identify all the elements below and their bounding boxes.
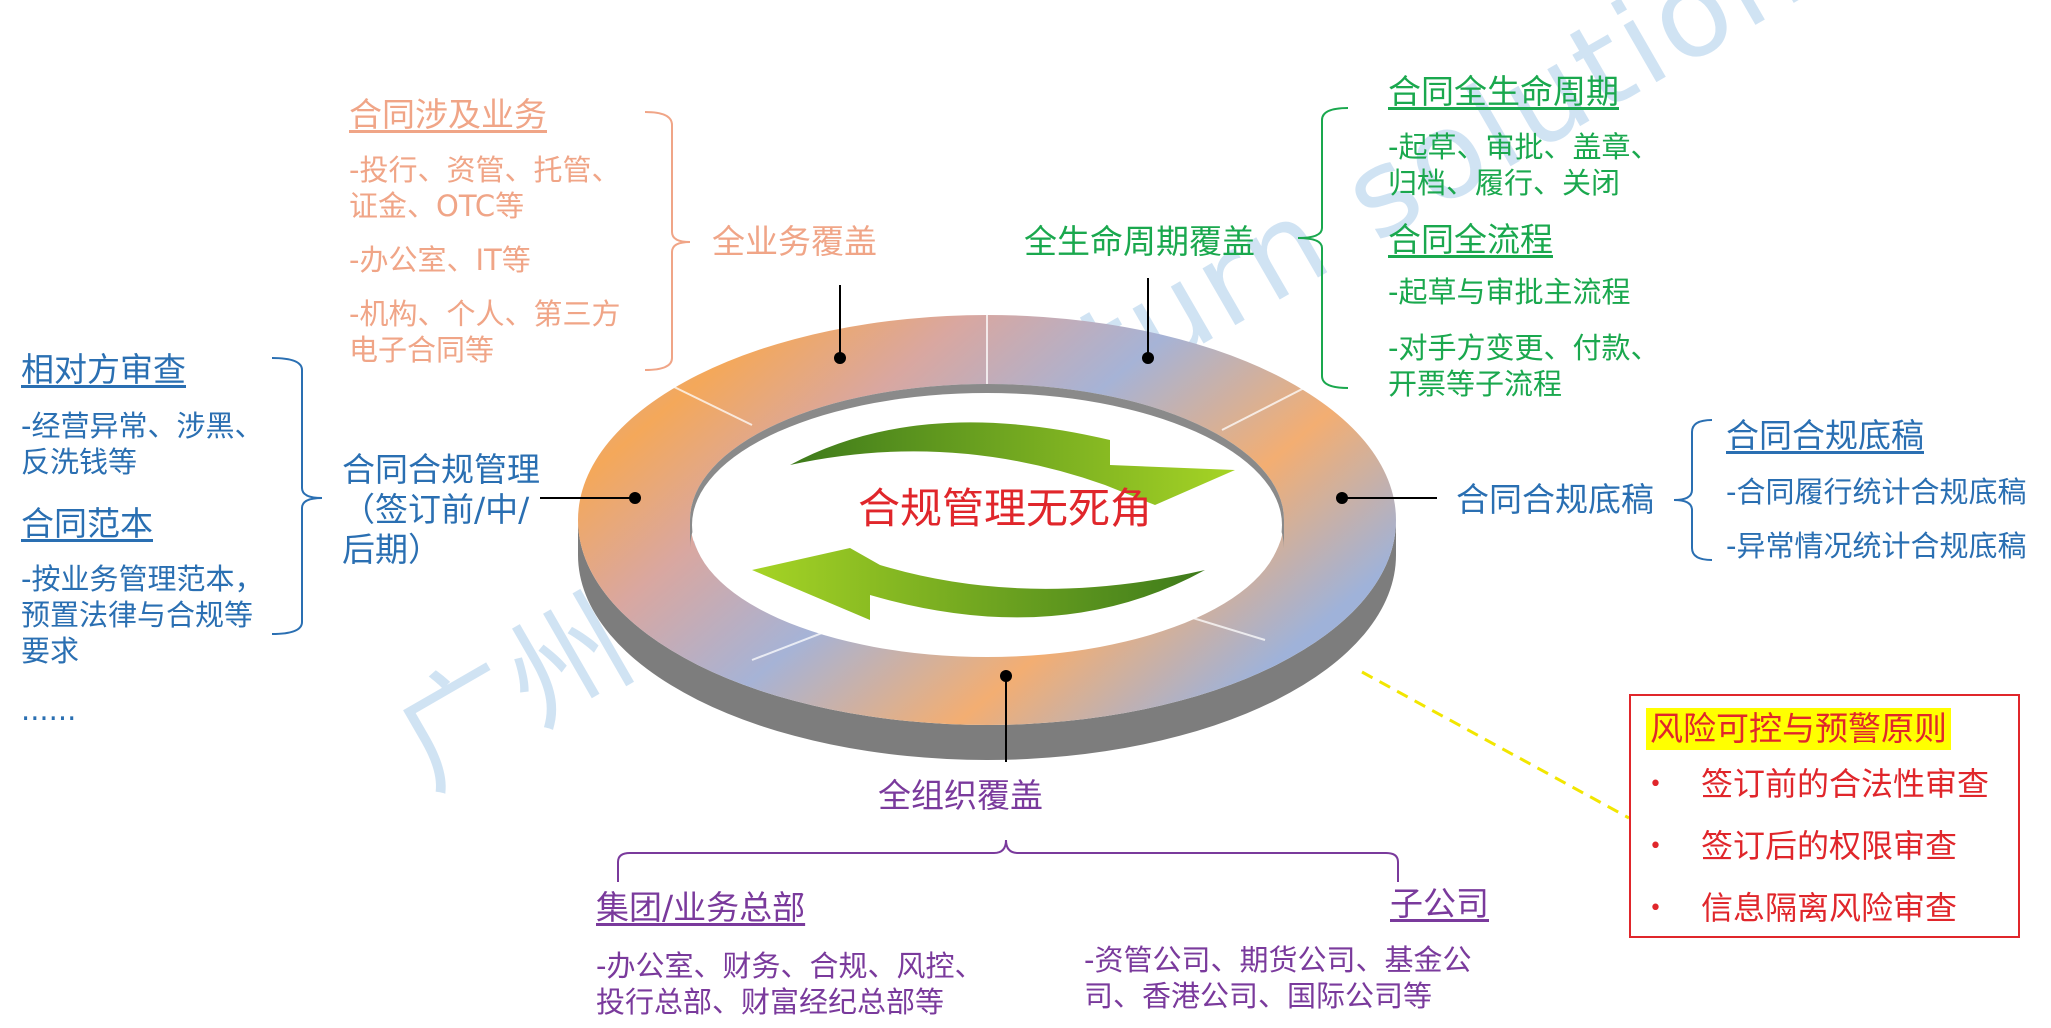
risk-item-text: 签订后的权限审查 bbox=[1701, 827, 1958, 865]
risk-item: • 签订前的合法性审查 bbox=[1649, 764, 1989, 805]
lifecycle-bracket bbox=[1297, 107, 1349, 389]
business-label: 全业务覆盖 bbox=[712, 222, 877, 261]
lifecycle-line: -起草与审批主流程 bbox=[1388, 275, 1631, 309]
business-line: -办公室、IT等 bbox=[349, 243, 531, 277]
ring-top bbox=[578, 315, 1396, 725]
center-title: 合规管理无死角 bbox=[858, 484, 1153, 533]
compliance-label-line: 合同合规管理 bbox=[342, 450, 540, 489]
risk-callout-line bbox=[1361, 670, 1630, 820]
connector-dots bbox=[629, 352, 1348, 682]
bullet-icon: • bbox=[1649, 896, 1662, 921]
cycle-arrow-top bbox=[790, 422, 1235, 505]
business-line: 电子合同等 bbox=[349, 333, 495, 367]
lifecycle-heading-1: 合同全生命周期 bbox=[1388, 72, 1619, 111]
risk-item-text: 信息隔离风险审查 bbox=[1701, 889, 1958, 927]
draft-label: 合同合规底稿 bbox=[1456, 480, 1654, 519]
risk-item: • 信息隔离风险审查 bbox=[1649, 888, 1957, 929]
business-line: -投行、资管、托管、 bbox=[349, 153, 621, 187]
cycle-arrow-bottom bbox=[752, 548, 1205, 620]
ring-side bbox=[578, 520, 1396, 760]
lifecycle-line: -对手方变更、付款、 bbox=[1388, 331, 1660, 365]
risk-item: • 签订后的权限审查 bbox=[1649, 826, 1957, 867]
org-sub-heading: 子公司 bbox=[1390, 884, 1489, 923]
business-heading: 合同涉及业务 bbox=[349, 95, 547, 134]
draft-heading: 合同合规底稿 bbox=[1726, 416, 1924, 455]
lifecycle-label: 全生命周期覆盖 bbox=[1024, 222, 1255, 261]
connectors bbox=[540, 278, 1437, 762]
compliance-ellipsis: ...... bbox=[21, 693, 77, 727]
compliance-line: -按业务管理范本， bbox=[21, 562, 264, 596]
business-bracket bbox=[644, 111, 691, 371]
lifecycle-heading-2: 合同全流程 bbox=[1388, 220, 1553, 259]
risk-principles-box: 风险可控与预警原则 • 签订前的合法性审查 • 签订后的权限审查 • 信息隔离风险审查 bbox=[1629, 694, 2020, 938]
compliance-heading-1: 相对方审查 bbox=[21, 350, 186, 389]
compliance-label-line: 后期） bbox=[342, 530, 441, 569]
compliance-line: -经营异常、涉黑、 bbox=[21, 409, 264, 443]
draft-bracket bbox=[1673, 419, 1713, 561]
compliance-line: 预置法律与合规等 bbox=[21, 598, 254, 632]
org-group-heading: 集团/业务总部 bbox=[596, 888, 806, 927]
risk-item-text: 签订前的合法性审查 bbox=[1701, 765, 1990, 803]
bullet-icon: • bbox=[1649, 834, 1662, 859]
lifecycle-line: 归档、履行、关闭 bbox=[1388, 166, 1621, 200]
org-group-line: -办公室、财务、合规、风控、 bbox=[596, 949, 984, 983]
compliance-bracket bbox=[271, 357, 323, 635]
business-line: 证金、OTC等 bbox=[349, 189, 525, 223]
org-label: 全组织覆盖 bbox=[878, 776, 1043, 815]
lifecycle-line: -起草、审批、盖章、 bbox=[1388, 130, 1660, 164]
compliance-line: 要求 bbox=[21, 634, 80, 668]
draft-line: -异常情况统计合规底稿 bbox=[1726, 529, 2027, 563]
org-group-line: 投行总部、财富经纪总部等 bbox=[596, 985, 945, 1019]
org-sub-line: -资管公司、期货公司、基金公 bbox=[1084, 943, 1472, 977]
lifecycle-line: 开票等子流程 bbox=[1388, 367, 1563, 401]
org-bracket bbox=[617, 839, 1399, 882]
business-line: -机构、个人、第三方 bbox=[349, 297, 621, 331]
risk-title: 风险可控与预警原则 bbox=[1646, 708, 1951, 750]
org-sub-line: 司、香港公司、国际公司等 bbox=[1084, 979, 1433, 1013]
compliance-heading-2: 合同范本 bbox=[21, 504, 153, 543]
bullet-icon: • bbox=[1649, 772, 1662, 797]
draft-line: -合同履行统计合规底稿 bbox=[1726, 475, 2027, 509]
compliance-label-line: （签订前/中/ bbox=[342, 490, 530, 529]
compliance-line: 反洗钱等 bbox=[21, 445, 138, 479]
